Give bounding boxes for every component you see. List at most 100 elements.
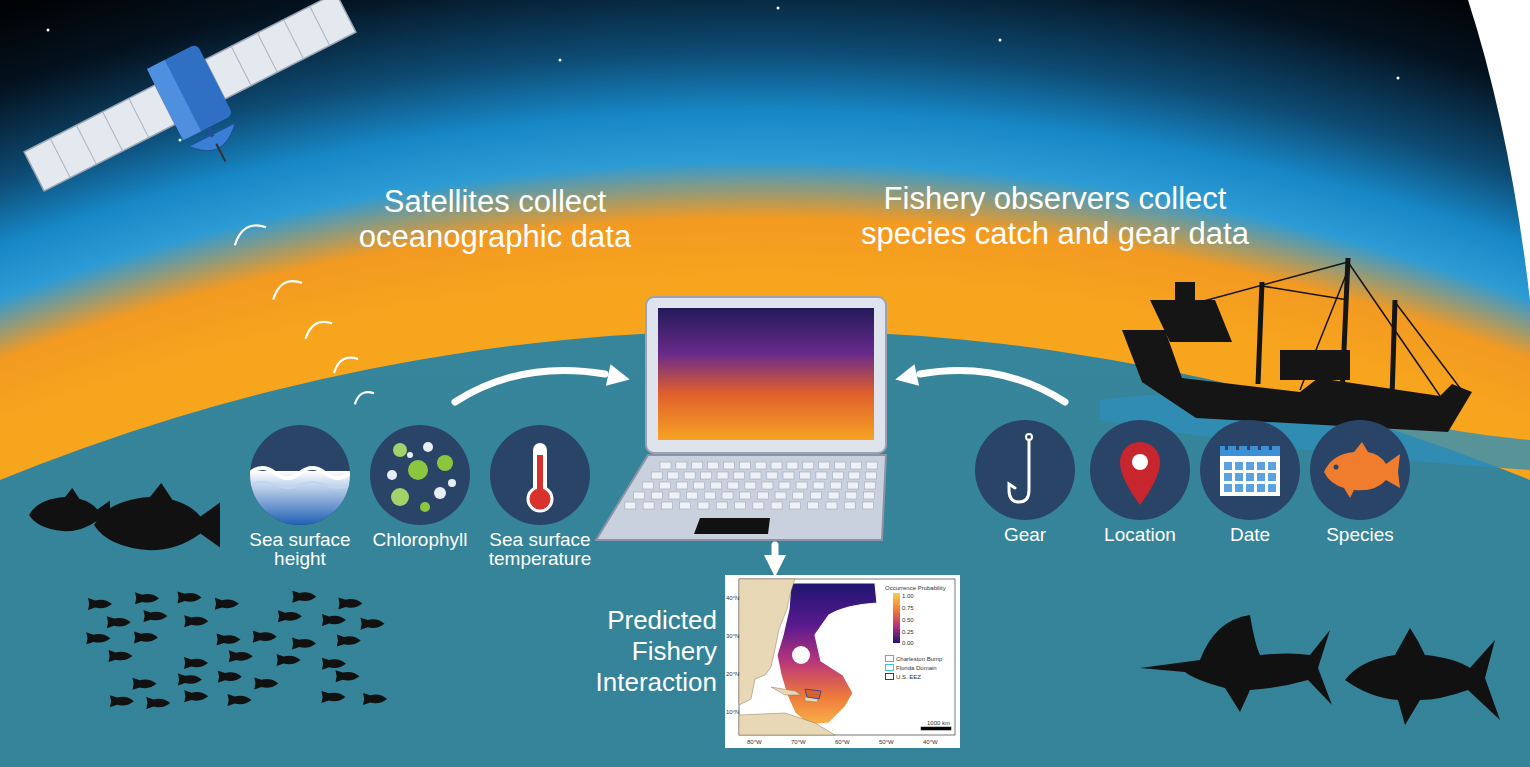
key bbox=[803, 462, 814, 469]
map-label: 60°W bbox=[835, 739, 850, 745]
legend-swatch bbox=[885, 655, 894, 662]
fish-silhouette bbox=[292, 637, 316, 649]
key bbox=[660, 462, 671, 469]
icon-circle: Species bbox=[1310, 420, 1410, 520]
key bbox=[651, 472, 662, 479]
hull bbox=[1122, 330, 1472, 432]
chlorophyll-dot bbox=[408, 460, 428, 480]
fish-silhouette bbox=[337, 635, 361, 647]
key bbox=[771, 502, 782, 509]
calendar-day bbox=[1235, 473, 1243, 481]
map-label: 20°N bbox=[726, 671, 739, 677]
key bbox=[668, 472, 679, 479]
illustration-part bbox=[134, 631, 158, 643]
illustration-part bbox=[184, 690, 208, 702]
key bbox=[642, 482, 653, 489]
map-inset: Occurrence Probability1.000.750.500.250.… bbox=[725, 575, 960, 748]
key bbox=[863, 492, 874, 499]
fish-silhouette bbox=[360, 618, 384, 630]
rigging bbox=[1262, 286, 1348, 300]
illustration-part bbox=[227, 694, 251, 706]
illustration-part bbox=[29, 488, 110, 531]
key bbox=[844, 502, 855, 509]
illustration-part bbox=[143, 610, 167, 622]
satellite bbox=[16, 0, 381, 241]
illustration-part bbox=[253, 631, 277, 643]
fish-silhouette bbox=[177, 591, 201, 603]
illustration-part bbox=[218, 671, 242, 683]
calendar-day bbox=[1235, 462, 1243, 470]
key bbox=[722, 492, 733, 499]
calendar-day bbox=[1246, 473, 1254, 481]
occurrence-region bbox=[777, 583, 877, 725]
key bbox=[849, 472, 860, 479]
deck-house bbox=[1280, 350, 1350, 380]
rigging bbox=[1395, 302, 1460, 388]
fish-silhouette bbox=[110, 695, 134, 707]
key bbox=[694, 482, 705, 489]
wave-icon bbox=[250, 468, 350, 478]
fish-silhouette bbox=[135, 592, 159, 604]
fish-silhouette bbox=[146, 697, 170, 709]
fish-silhouette bbox=[215, 598, 239, 610]
scale-bar bbox=[921, 727, 951, 730]
key bbox=[734, 472, 745, 479]
key bbox=[711, 482, 722, 489]
circle-outline bbox=[250, 425, 350, 525]
laptop-screen bbox=[658, 308, 874, 440]
map-label: 50°W bbox=[879, 739, 894, 745]
map-label: 0.75 bbox=[902, 605, 914, 611]
calendar-day bbox=[1268, 462, 1276, 470]
key bbox=[661, 502, 672, 509]
key bbox=[716, 502, 727, 509]
circle-outline bbox=[370, 425, 470, 525]
illustration-part bbox=[360, 618, 384, 630]
colour-bar bbox=[893, 593, 900, 643]
map-label: 0.00 bbox=[902, 640, 914, 646]
antenna-mast bbox=[208, 128, 213, 137]
key bbox=[771, 462, 782, 469]
star bbox=[777, 7, 780, 10]
chlorophyll-dot bbox=[407, 452, 413, 458]
calendar-ring bbox=[1225, 440, 1228, 450]
key bbox=[753, 502, 764, 509]
map-label: 70°W bbox=[791, 739, 806, 745]
antenna-tip bbox=[216, 144, 225, 162]
fish-silhouette bbox=[218, 671, 242, 683]
calendar-ring bbox=[1258, 440, 1261, 450]
chlorophyll-dot bbox=[437, 455, 453, 471]
wave-icon bbox=[250, 482, 350, 488]
key bbox=[704, 492, 715, 499]
legend-item: U.S. EEZ bbox=[885, 673, 921, 680]
illustration-part bbox=[229, 650, 253, 662]
illustration-part bbox=[277, 654, 301, 666]
key bbox=[779, 482, 790, 489]
section-heading: Fishery observers collect species catch … bbox=[830, 182, 1280, 251]
mast bbox=[1258, 282, 1262, 384]
icon-circle: Location bbox=[1090, 420, 1190, 520]
illustration-part bbox=[86, 632, 110, 644]
key bbox=[813, 482, 824, 489]
rigging bbox=[1348, 262, 1440, 396]
key bbox=[865, 472, 876, 479]
fish-eye bbox=[1334, 465, 1339, 470]
legend-text: Florida Domain bbox=[896, 665, 937, 671]
fish-silhouette bbox=[108, 650, 132, 662]
calendar-day bbox=[1257, 462, 1265, 470]
fish-silhouette bbox=[254, 677, 278, 689]
fish-silhouette bbox=[321, 691, 345, 703]
key bbox=[789, 502, 800, 509]
satellite-body bbox=[147, 60, 201, 140]
section-heading: Satellites collect oceanographic data bbox=[330, 185, 660, 254]
signal-arc bbox=[355, 392, 374, 404]
grouper-silhouette bbox=[29, 488, 110, 531]
fish-silhouette bbox=[277, 654, 301, 666]
arrowhead bbox=[893, 364, 919, 390]
key bbox=[708, 462, 719, 469]
pin-icon bbox=[1120, 442, 1160, 505]
star bbox=[1397, 77, 1400, 80]
fish-silhouette bbox=[184, 615, 208, 627]
fish-silhouette bbox=[363, 693, 387, 705]
key bbox=[832, 472, 843, 479]
legend-swatch bbox=[885, 673, 894, 680]
